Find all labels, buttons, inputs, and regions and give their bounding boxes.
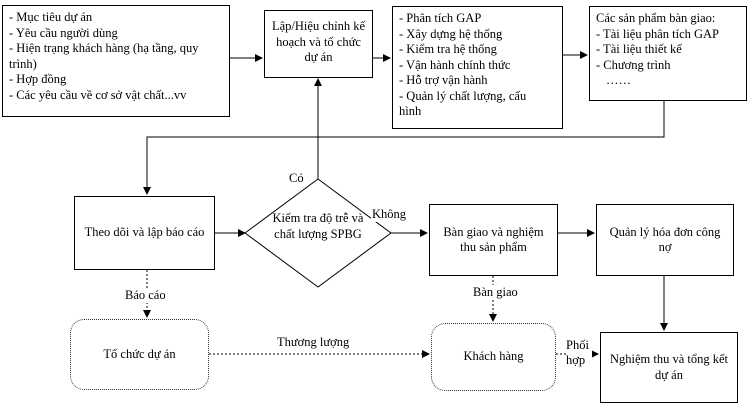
monitor-box-text: Theo dõi và lập báo cáo: [84, 225, 205, 240]
inputs-item: - Hợp đồng: [9, 72, 67, 86]
monitor-box: Theo dõi và lập báo cáo: [74, 196, 215, 270]
invoice-box: Quản lý hóa đơn công nợ: [596, 204, 734, 276]
deliverables-item: Các sản phẩm bàn giao:: [596, 11, 716, 25]
activities-item: - Hỗ trợ vận hành: [399, 73, 488, 87]
inputs-item: trình): [9, 56, 37, 71]
arrow-deliverables-to-monitor: [143, 101, 665, 195]
acceptance-box-text: Nghiệm thu và tổng kết dự án: [609, 352, 729, 382]
org-box: Tổ chức dự án: [70, 319, 209, 390]
activities-item: - Vận hành chính thức: [399, 57, 511, 72]
inputs-box: - Mục tiêu dự án - Yêu cầu người dùng - …: [2, 5, 230, 117]
activities-box: - Phân tích GAP - Xây dựng hệ thống - Ki…: [392, 6, 563, 129]
org-box-text: Tổ chức dự án: [103, 346, 176, 361]
inputs-item: - Yêu cầu người dùng: [9, 25, 118, 40]
label-handover: Bàn giao: [472, 285, 519, 300]
inputs-item: - Các yêu cầu về cơ sở vật chất...vv: [9, 87, 187, 102]
label-coordinate: Phối hợp: [566, 338, 592, 368]
activities-item: hình: [399, 104, 422, 118]
deliverables-item: ……: [606, 73, 631, 87]
label-negotiate: Thương lượng: [276, 335, 351, 350]
activities-item: - Quản lý chất lượng, cấu: [399, 88, 527, 103]
label-no: Không: [371, 207, 408, 222]
customer-box-text: Khách hàng: [463, 349, 524, 364]
plan-box: Lập/Hiệu chỉnh kế hoạch và tổ chức dự án: [264, 10, 373, 78]
inputs-item: - Mục tiêu dự án: [9, 10, 93, 24]
handover-box: Bàn giao và nghiệm thu sản phẩm: [429, 204, 558, 276]
handover-box-text: Bàn giao và nghiệm thu sản phẩm: [443, 224, 544, 255]
deliverables-item: - Tài liệu phân tích GAP: [596, 26, 720, 41]
plan-box-text: Lập/Hiệu chỉnh kế hoạch và tổ chức dự án: [271, 19, 366, 64]
activities-item: - Phân tích GAP: [399, 11, 482, 25]
deliverables-item: - Chương trình: [596, 57, 671, 72]
acceptance-box: Nghiệm thu và tổng kết dự án: [600, 332, 738, 403]
inputs-item: - Hiện trạng khách hàng (hạ tầng, quy: [9, 41, 199, 55]
activities-item: - Kiểm tra hệ thống: [399, 42, 497, 56]
customer-box: Khách hàng: [431, 323, 556, 391]
label-report: Báo cáo: [124, 288, 167, 303]
deliverables-box: Các sản phẩm bàn giao: - Tài liệu phân t…: [589, 6, 747, 101]
label-yes: Có: [288, 171, 305, 186]
check-diamond-text: Kiểm tra độ trễ và chất lượng SPBG: [272, 211, 364, 241]
activities-item: - Xây dựng hệ thống: [399, 26, 503, 41]
deliverables-item: - Tài liệu thiết kế: [596, 42, 682, 56]
check-diamond-shape: [244, 178, 392, 288]
invoice-box-text: Quản lý hóa đơn công nợ: [609, 224, 721, 255]
